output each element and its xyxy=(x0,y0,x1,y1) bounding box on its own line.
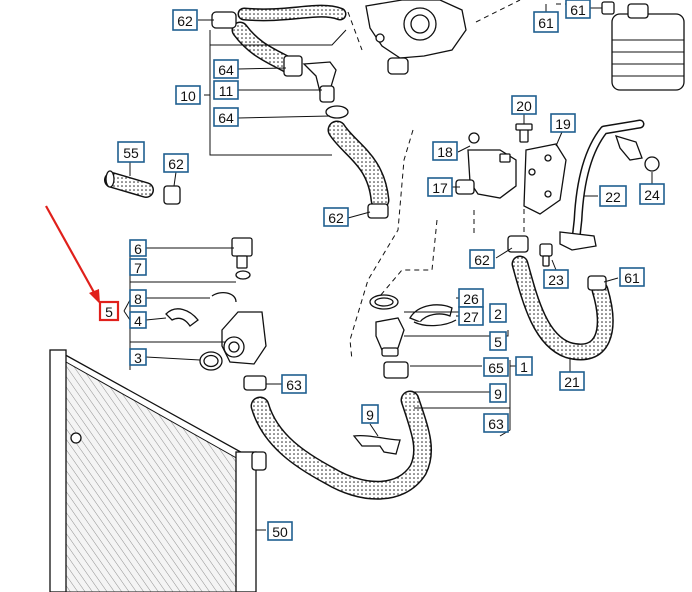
callout-number: 63 xyxy=(488,416,504,432)
red-pointer-arrow xyxy=(45,205,100,304)
callout-61: 61 xyxy=(533,11,559,33)
oil-cooler xyxy=(601,1,685,91)
callout-number: 61 xyxy=(624,270,640,286)
center-hose-62 xyxy=(327,120,390,219)
lower-long-hose xyxy=(250,390,433,500)
callout-number: 4 xyxy=(134,313,142,329)
callout-number: 62 xyxy=(168,156,184,172)
callout-62: 62 xyxy=(323,207,349,227)
callout-10: 10 xyxy=(175,85,201,105)
callout-number: 3 xyxy=(134,350,142,366)
callout-11: 11 xyxy=(213,80,239,100)
callout-8: 8 xyxy=(129,289,147,307)
callout-3: 3 xyxy=(129,348,147,366)
callout-9: 9 xyxy=(361,404,379,424)
callout-63: 63 xyxy=(483,413,509,433)
callout-number: 10 xyxy=(180,88,196,104)
callout-number: 18 xyxy=(437,144,453,160)
callout-55: 55 xyxy=(117,141,145,163)
callout-number: 62 xyxy=(328,210,344,226)
callout-64: 64 xyxy=(213,59,239,79)
callout-number: 11 xyxy=(219,83,234,99)
right-hose-21 xyxy=(507,235,614,361)
callout-18: 18 xyxy=(432,141,458,161)
callout-21: 21 xyxy=(559,371,585,391)
callout-number: 22 xyxy=(605,189,621,205)
callout-62: 62 xyxy=(469,249,495,269)
callout-61: 61 xyxy=(619,267,645,287)
callout-number: 64 xyxy=(218,110,234,126)
callout-2: 2 xyxy=(489,303,507,323)
callout-number: 26 xyxy=(463,291,479,307)
callout-4: 4 xyxy=(129,311,147,329)
callout-19: 19 xyxy=(550,113,576,133)
callout-6: 6 xyxy=(129,239,147,257)
callout-22: 22 xyxy=(599,185,627,207)
callout-number: 62 xyxy=(474,252,490,268)
callout-20: 20 xyxy=(511,95,537,115)
callout-number: 64 xyxy=(218,62,234,78)
callout-number: 6 xyxy=(134,241,142,257)
callout-17: 17 xyxy=(427,177,453,197)
callout-number: 20 xyxy=(516,98,532,114)
short-hose-55 xyxy=(104,170,181,205)
callout-27: 27 xyxy=(458,306,484,326)
callout-number: 24 xyxy=(644,187,660,203)
callout-63: 63 xyxy=(281,374,307,394)
callout-number: 19 xyxy=(555,116,571,132)
callout-number: 17 xyxy=(432,180,448,196)
upper-left-hose-assembly xyxy=(211,4,349,119)
callout-64: 64 xyxy=(213,107,239,127)
callout-number: 9 xyxy=(366,407,374,423)
valve-bracket-assembly xyxy=(455,123,567,215)
callout-26: 26 xyxy=(458,288,484,308)
callout-number: 65 xyxy=(488,360,504,376)
callout-61: 61 xyxy=(565,0,591,19)
callout-number: 61 xyxy=(570,2,586,18)
callout-24: 24 xyxy=(639,183,665,205)
coolant-pipe-22 xyxy=(539,119,660,267)
callout-5: 5 xyxy=(98,300,120,322)
callout-7: 7 xyxy=(129,258,147,276)
callout-number: 50 xyxy=(272,524,288,540)
callout-number: 63 xyxy=(286,377,302,393)
radiator xyxy=(49,349,267,592)
coolant-pump-housing xyxy=(365,0,467,75)
callout-62: 62 xyxy=(172,9,198,31)
callout-5: 5 xyxy=(489,331,507,351)
thermostat-housing-assembly xyxy=(165,237,267,391)
callout-number: 21 xyxy=(564,374,580,390)
callout-number: 61 xyxy=(538,15,554,31)
callout-number: 27 xyxy=(463,309,479,325)
callout-number: 8 xyxy=(134,291,142,307)
callout-9: 9 xyxy=(489,383,507,403)
callout-50: 50 xyxy=(267,521,293,541)
callout-62: 62 xyxy=(163,153,189,173)
callout-number: 62 xyxy=(177,13,193,29)
callout-number: 2 xyxy=(494,306,502,322)
callout-23: 23 xyxy=(543,269,569,289)
callout-65: 65 xyxy=(483,357,509,377)
callout-number: 23 xyxy=(548,272,564,288)
center-fittings xyxy=(369,294,457,379)
callout-number: 5 xyxy=(105,304,113,320)
callout-number: 1 xyxy=(520,359,528,375)
callout-number: 5 xyxy=(494,334,502,350)
callout-number: 7 xyxy=(134,260,142,276)
callout-number: 55 xyxy=(123,145,139,161)
callout-1: 1 xyxy=(515,356,533,376)
callout-number: 9 xyxy=(494,386,502,402)
